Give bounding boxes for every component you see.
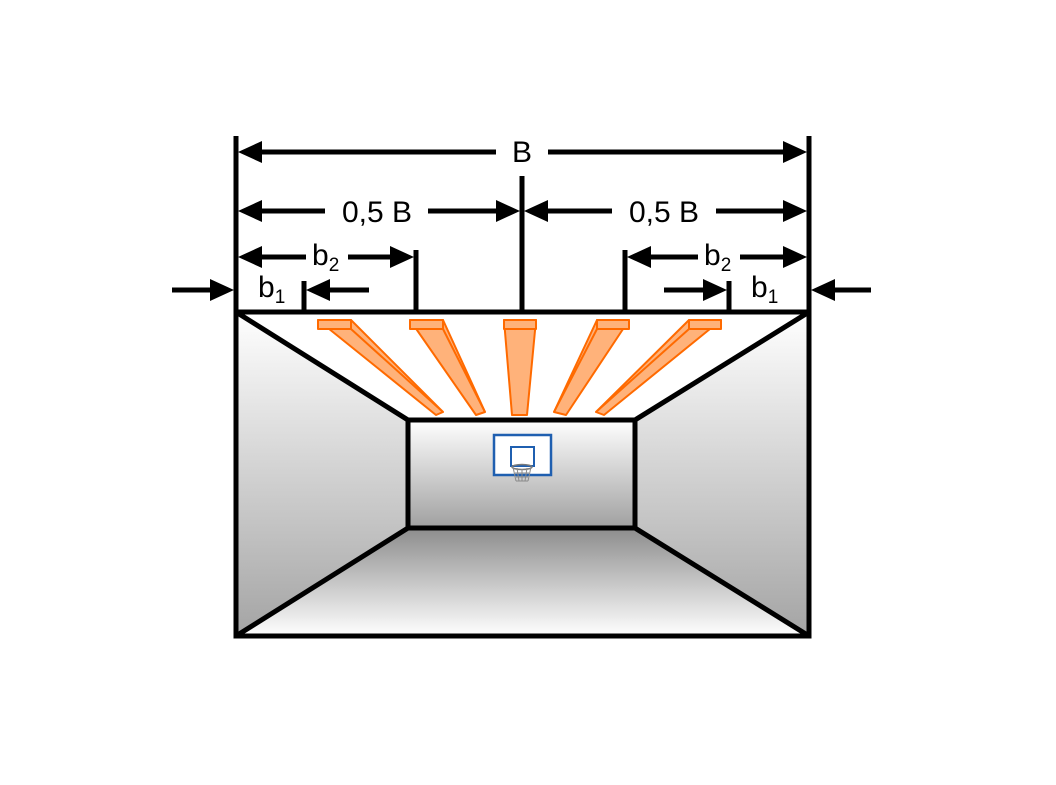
floor-surface	[236, 528, 809, 636]
label-b1-right-main: b	[751, 271, 768, 304]
label-b2-left-main: b	[312, 239, 329, 272]
dimension-b1-right: b1	[664, 271, 871, 308]
label-b1-left-main: b	[258, 271, 275, 304]
room-perspective	[233, 309, 812, 639]
luminaire-4	[553, 319, 630, 416]
room-back-frame	[405, 417, 638, 531]
dimension-b2-right: b2	[627, 239, 807, 276]
label-b2-left-sub: 2	[329, 255, 340, 276]
luminaires	[317, 319, 722, 416]
edge-bottom-left	[234, 525, 410, 639]
basketball-hoop-icon	[492, 433, 553, 482]
label-b2-right-main: b	[704, 239, 721, 272]
edge-bottom-right	[633, 525, 811, 639]
label-b1-left: b1	[258, 271, 285, 308]
dimension-b1-left: b1	[172, 271, 369, 308]
label-b1-right: b1	[751, 271, 778, 308]
luminaire-1	[317, 319, 444, 416]
label-b1-right-sub: 1	[768, 287, 779, 308]
label-b2-left: b2	[312, 239, 339, 276]
label-b2-right: b2	[704, 239, 731, 276]
dimension-half-right: 0,5 B	[524, 196, 807, 229]
edge-top-right	[633, 309, 811, 423]
luminaire-5	[595, 319, 722, 416]
label-half-width-left: 0,5 B	[342, 196, 412, 229]
label-b1-left-sub: 1	[275, 287, 286, 308]
dimension-b2-left: b2	[238, 239, 414, 276]
dimension-lines	[233, 136, 812, 312]
luminaire-2	[409, 319, 486, 416]
dimension-half-left: 0,5 B	[238, 196, 520, 229]
label-total-width: B	[512, 136, 532, 169]
edge-top-left	[234, 309, 410, 423]
luminaire-3	[503, 319, 537, 416]
dimension-B: B	[238, 136, 807, 169]
label-b2-right-sub: 2	[721, 255, 732, 276]
label-half-width-right: 0,5 B	[629, 196, 699, 229]
